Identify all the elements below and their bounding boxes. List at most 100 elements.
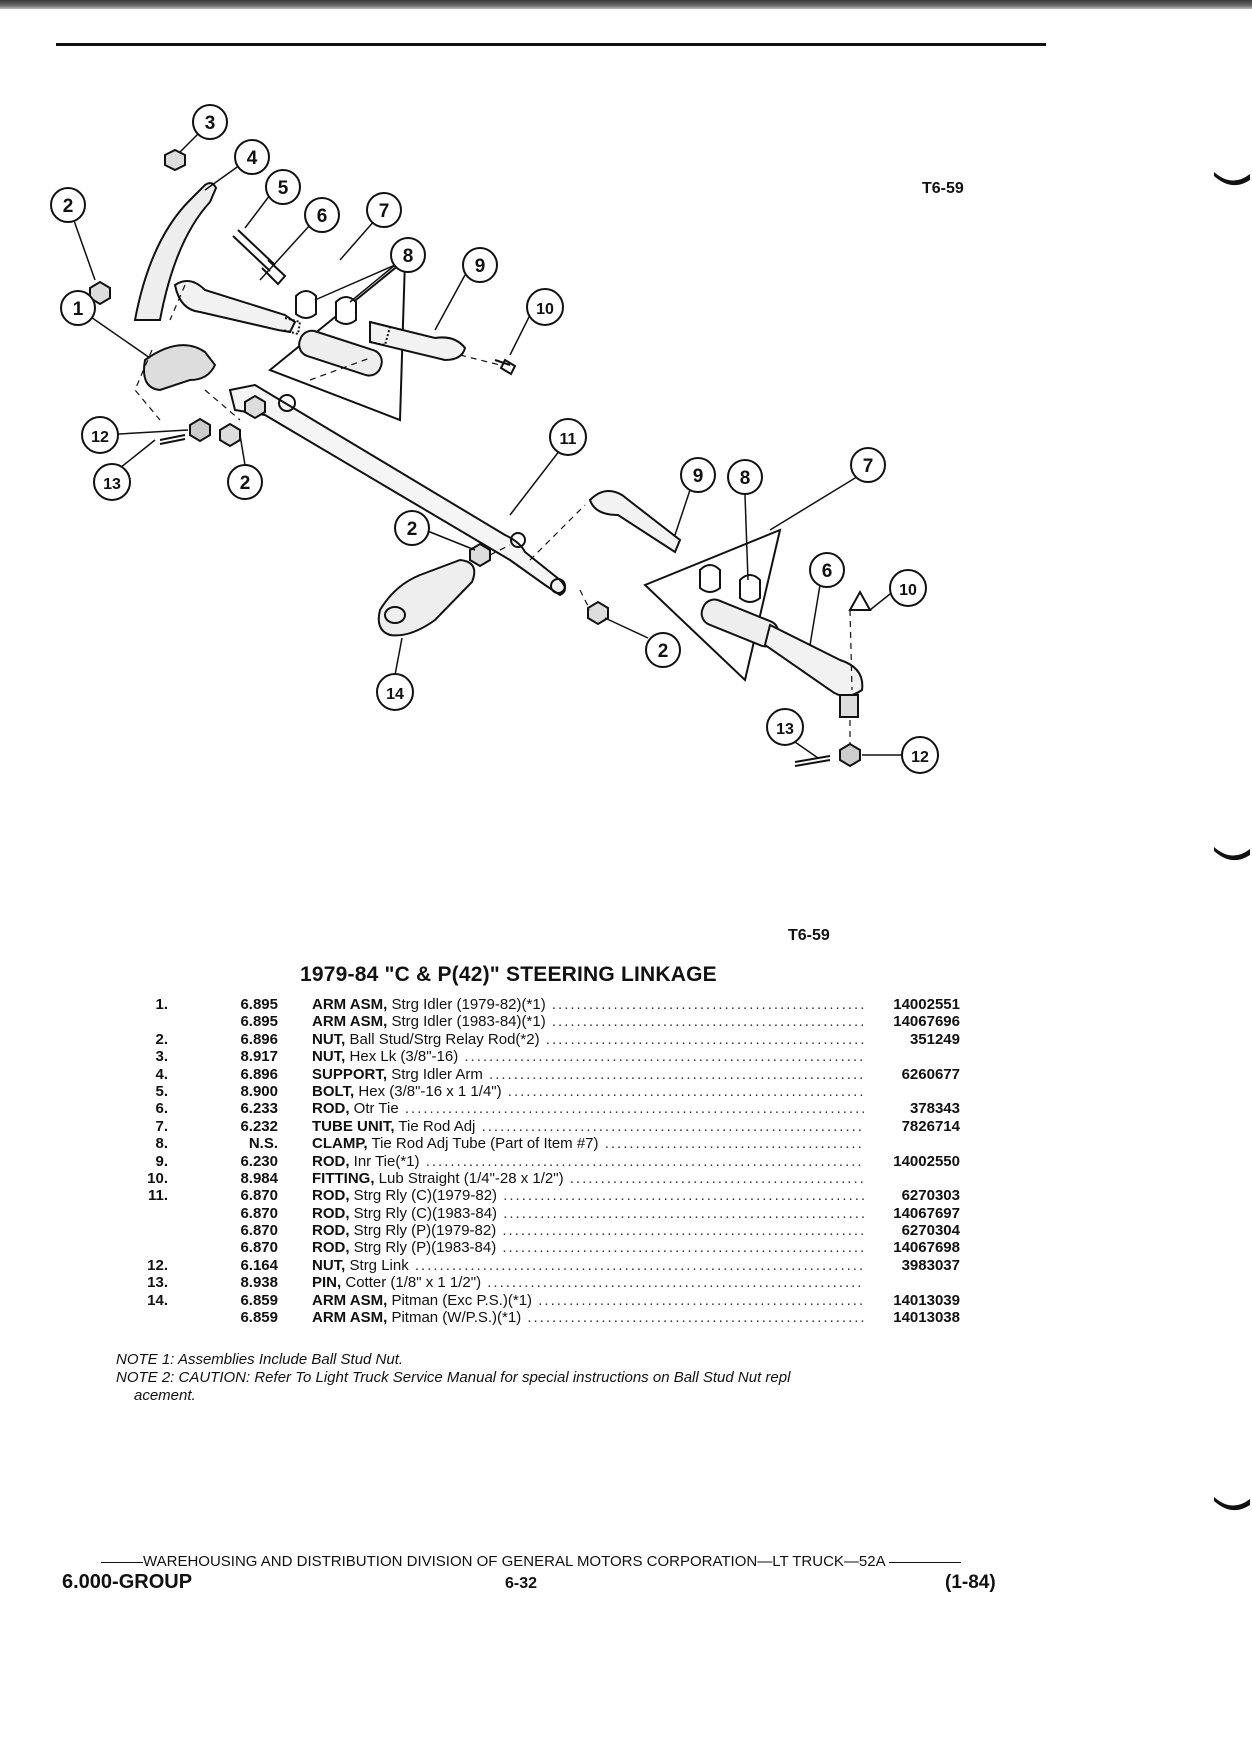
part-name: ARM ASM, — [312, 1291, 388, 1309]
part-name: FITTING, — [312, 1169, 375, 1187]
part-name: TUBE UNIT, — [312, 1117, 395, 1135]
svg-text:8: 8 — [740, 468, 751, 489]
part-number: 14067698 — [893, 1239, 960, 1257]
figure-code-top: T6-59 — [922, 180, 964, 197]
svg-text:10: 10 — [536, 301, 554, 318]
note-2-continued: acement. — [134, 1387, 196, 1404]
item-index — [120, 1309, 168, 1326]
part-description: SUPPORT, Strg Idler Arm ................… — [312, 1066, 864, 1083]
dot-leader: ........................................… — [489, 1065, 864, 1083]
idler-support — [133, 182, 218, 321]
part-description: CLAMP, Tie Rod Adj Tube (Part of Item #7… — [312, 1135, 864, 1152]
svg-text:7: 7 — [863, 456, 874, 477]
part-description: ARM ASM, Pitman (W/P.S.)(*1) ...........… — [312, 1309, 864, 1326]
part-number: 6260677 — [901, 1065, 960, 1083]
binder-hole-mark — [1214, 1497, 1250, 1511]
part-detail: Strg Idler (1979-82)(*1) — [391, 996, 546, 1013]
part-name: NUT, — [312, 1256, 346, 1274]
svg-text:13: 13 — [103, 476, 121, 493]
item-index: 13. — [147, 1274, 168, 1292]
dot-leader: ........................................… — [398, 1100, 864, 1118]
dot-leader: ........................................… — [408, 1256, 864, 1274]
footer-division: WAREHOUSING AND DISTRIBUTION DIVISION OF… — [101, 1553, 1021, 1570]
part-detail: Strg Idler (1983-84)(*1) — [391, 1013, 546, 1031]
part-number: 351249 — [909, 1030, 960, 1048]
part-detail: Tie Rod Adj Tube (Part of Item #7) — [371, 1135, 599, 1153]
outer-tie-rod — [173, 280, 297, 334]
group-number: 8.917 — [240, 1048, 278, 1066]
part-row: 6.859 ARM ASM, Pitman (W/P.S.)(*1) ......… — [120, 1309, 960, 1326]
part-description: ROD, Strg Rly (P)(1979-82) .............… — [312, 1222, 864, 1239]
item-index: 7. — [155, 1117, 168, 1135]
svg-text:2: 2 — [240, 473, 251, 494]
idler-arm — [143, 344, 217, 392]
part-number: 378343 — [909, 1100, 960, 1118]
part-description: BOLT, Hex (3/8"-16 x 1 1/4") ...........… — [312, 1083, 864, 1100]
part-name: ROD, — [312, 1187, 350, 1205]
svg-text:3: 3 — [205, 113, 216, 134]
dot-leader: ........................................… — [502, 1239, 864, 1257]
notes: NOTE 1: Assemblies Include Ball Stud Nut… — [116, 1351, 996, 1405]
part-detail: Strg Rly (C)(1979-82) — [353, 1187, 498, 1205]
svg-text:2: 2 — [63, 196, 74, 217]
group-number: 6.232 — [240, 1117, 278, 1135]
dot-leader: ........................................… — [503, 1204, 864, 1222]
group-number: 6.870 — [240, 1239, 278, 1257]
svg-text:4: 4 — [247, 148, 258, 169]
part-number — [864, 1083, 960, 1100]
note-1: NOTE 1: Assemblies Include Ball Stud Nut… — [116, 1351, 404, 1368]
part-number: 3983037 — [901, 1256, 960, 1274]
part-description: NUT, Strg Link .........................… — [312, 1257, 864, 1274]
footer-group: 6.000-GROUP — [62, 1571, 193, 1593]
item-index: 4. — [155, 1065, 168, 1083]
svg-text:14: 14 — [386, 686, 404, 703]
part-description: ARM ASM, Strg Idler (1983-84)(*1) ......… — [312, 1013, 864, 1030]
svg-text:6: 6 — [822, 561, 833, 582]
part-description: ROD, Strg Rly (P)(1983-84) .............… — [312, 1239, 864, 1256]
dot-leader: ........................................… — [569, 1169, 864, 1187]
item-index: 14. — [147, 1291, 168, 1309]
part-name: ARM ASM, — [312, 1013, 388, 1031]
part-description: ROD, Inr Tie(*1) .......................… — [312, 1153, 864, 1170]
svg-text:10: 10 — [899, 582, 917, 599]
part-detail: Otr Tie — [353, 1100, 399, 1118]
part-name: ROD, — [312, 1239, 350, 1257]
dot-leader: ........................................… — [538, 1291, 864, 1309]
part-name: ROD, — [312, 1204, 350, 1222]
item-index: 5. — [155, 1082, 168, 1100]
part-name: CLAMP, — [312, 1135, 368, 1153]
svg-text:2: 2 — [407, 519, 418, 540]
part-detail: Cotter (1/8" x 1 1/2") — [345, 1274, 482, 1292]
item-index — [120, 1013, 168, 1030]
group-number: 6.233 — [240, 1100, 278, 1118]
part-detail: Ball Stud/Strg Relay Rod(*2) — [349, 1030, 540, 1048]
part-number: 14002551 — [893, 996, 960, 1013]
group-number: 6.859 — [240, 1309, 278, 1327]
part-description: NUT, Hex Lk (3/8"-16) ..................… — [312, 1048, 864, 1065]
item-index: 3. — [155, 1048, 168, 1066]
part-detail: Strg Link — [349, 1256, 409, 1274]
part-detail: Strg Rly (P)(1979-82) — [353, 1222, 497, 1240]
part-description: ARM ASM, Strg Idler (1979-82)(*1) ......… — [312, 996, 864, 1013]
dot-leader: ........................................… — [464, 1048, 864, 1066]
dot-leader: ........................................… — [425, 1152, 864, 1170]
part-number — [864, 1048, 960, 1065]
part-number: 7826714 — [901, 1117, 960, 1135]
part-detail: Inr Tie(*1) — [353, 1152, 420, 1170]
dot-leader: ........................................… — [545, 1030, 864, 1048]
svg-text:11: 11 — [560, 431, 577, 448]
top-rule — [56, 43, 1046, 46]
item-index: 2. — [155, 1030, 168, 1048]
svg-text:12: 12 — [91, 429, 109, 446]
page-title: 1979-84 "C & P(42)" STEERING LINKAGE — [300, 963, 717, 986]
part-detail: Pitman (W/P.S.)(*1) — [391, 1309, 522, 1327]
item-index: 1. — [155, 996, 168, 1013]
group-number: 6.895 — [240, 1013, 278, 1031]
bolt-part — [232, 229, 287, 286]
